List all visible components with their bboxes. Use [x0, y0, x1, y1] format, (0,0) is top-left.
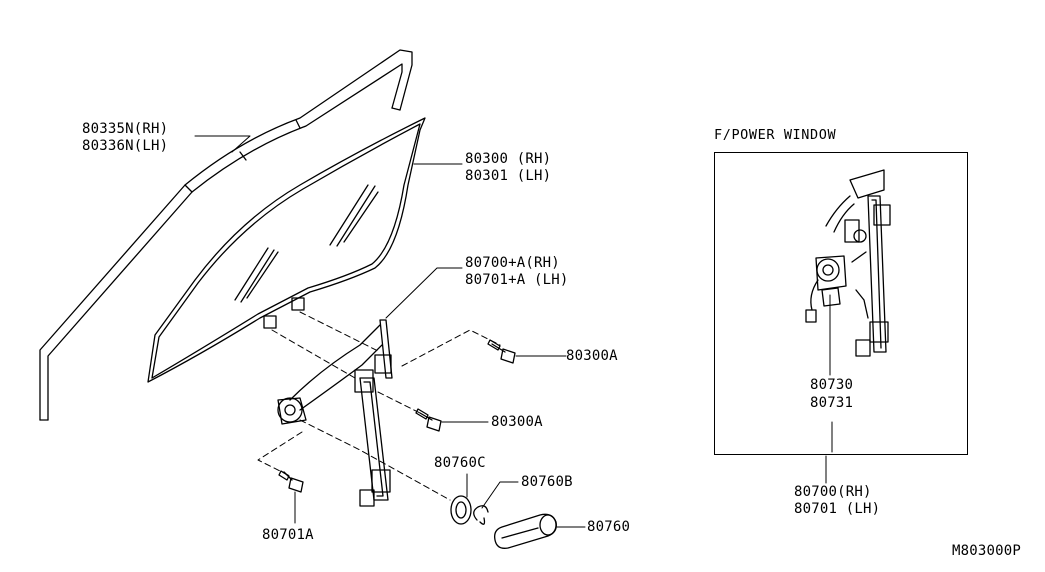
clip-label: 80760B — [521, 474, 573, 490]
motor-label-2: 80731 — [810, 395, 854, 411]
regulator-handle — [494, 513, 557, 549]
assembly-dashed-lines — [257, 311, 501, 501]
bolt-lower — [415, 408, 442, 432]
glass-label-rh: 80300 (RH) — [465, 151, 552, 167]
glass-run-molding — [39, 49, 413, 421]
glass-label-lh: 80301 (LH) — [465, 168, 552, 184]
bolt-regulator — [278, 470, 304, 493]
escutcheon — [450, 495, 472, 525]
motor-label-1: 80730 — [810, 377, 854, 393]
regulator-assembly-label-rh: 80700+A(RH) — [465, 255, 560, 271]
clip — [473, 505, 489, 525]
door-glass — [147, 117, 426, 383]
bolt-upper — [487, 339, 516, 364]
power-window-inset-frame — [714, 152, 968, 455]
molding-label-lh: 80336N(LH) — [82, 138, 169, 154]
handle-label: 80760 — [587, 519, 631, 535]
bolt-regulator-label: 80701A — [262, 527, 314, 543]
diagram-code: M803000P — [952, 543, 1022, 559]
bolt-lower-label: 80300A — [491, 414, 543, 430]
pw-regulator-label-lh: 80701 (LH) — [794, 501, 881, 517]
escutcheon-label: 80760C — [434, 455, 486, 471]
power-window-regulator — [805, 169, 891, 484]
bolt-upper-label: 80300A — [566, 348, 618, 364]
molding-label-rh: 80335N(RH) — [82, 121, 169, 137]
leader-lines — [194, 135, 586, 528]
window-regulator — [277, 319, 393, 507]
power-window-title: F/POWER WINDOW — [714, 127, 837, 143]
regulator-assembly-label-lh: 80701+A (LH) — [465, 272, 569, 288]
pw-regulator-label-rh: 80700(RH) — [794, 484, 872, 500]
